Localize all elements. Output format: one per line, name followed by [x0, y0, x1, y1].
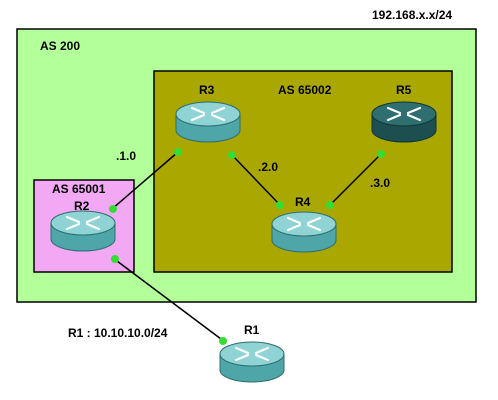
as65001-label: AS 65001 [52, 182, 106, 196]
router-r2-label: R2 [74, 199, 90, 213]
network-label: 192.168.x.x/24 [372, 8, 452, 22]
router-arrows-icon [190, 106, 226, 122]
router-r5[interactable] [371, 101, 437, 143]
router-r1[interactable] [219, 341, 285, 383]
router-arrows-icon [386, 106, 422, 122]
router-r4[interactable] [271, 211, 337, 253]
link-r1-r2 [112, 257, 226, 343]
router-r2[interactable] [50, 210, 116, 252]
router-r5-label: R5 [396, 83, 412, 97]
router-arrows-icon [65, 215, 101, 231]
link-endpoints [109, 148, 385, 345]
link-r4-r5-label: .3.0 [370, 176, 390, 190]
router-arrows-icon [234, 346, 270, 362]
router-r3[interactable] [175, 101, 241, 143]
link-r3-r4 [231, 154, 281, 206]
link-endpoint-dot [219, 337, 227, 345]
as65002-label: AS 65002 [278, 83, 332, 97]
router-arrows-icon [286, 216, 322, 232]
link-endpoint-dot [109, 205, 117, 213]
link-endpoint-dot [326, 201, 334, 209]
link-r1-r2-label: R1 : 10.10.10.0/24 [68, 326, 168, 340]
as200-label: AS 200 [40, 39, 80, 53]
link-endpoint-dot [276, 201, 284, 209]
link-endpoint-dot [111, 255, 119, 263]
link-endpoint-dot [377, 150, 385, 158]
link-r4-r5 [329, 152, 383, 206]
router-r4-label: R4 [295, 195, 311, 209]
link-endpoint-dot [228, 151, 236, 159]
router-r3-label: R3 [199, 83, 215, 97]
router-r1-label: R1 [244, 323, 260, 337]
link-endpoint-dot [174, 148, 182, 156]
link-r2-r3-label: .1.0 [116, 149, 136, 163]
link-r2-r3 [111, 151, 179, 210]
link-r3-r4-label: .2.0 [258, 160, 278, 174]
